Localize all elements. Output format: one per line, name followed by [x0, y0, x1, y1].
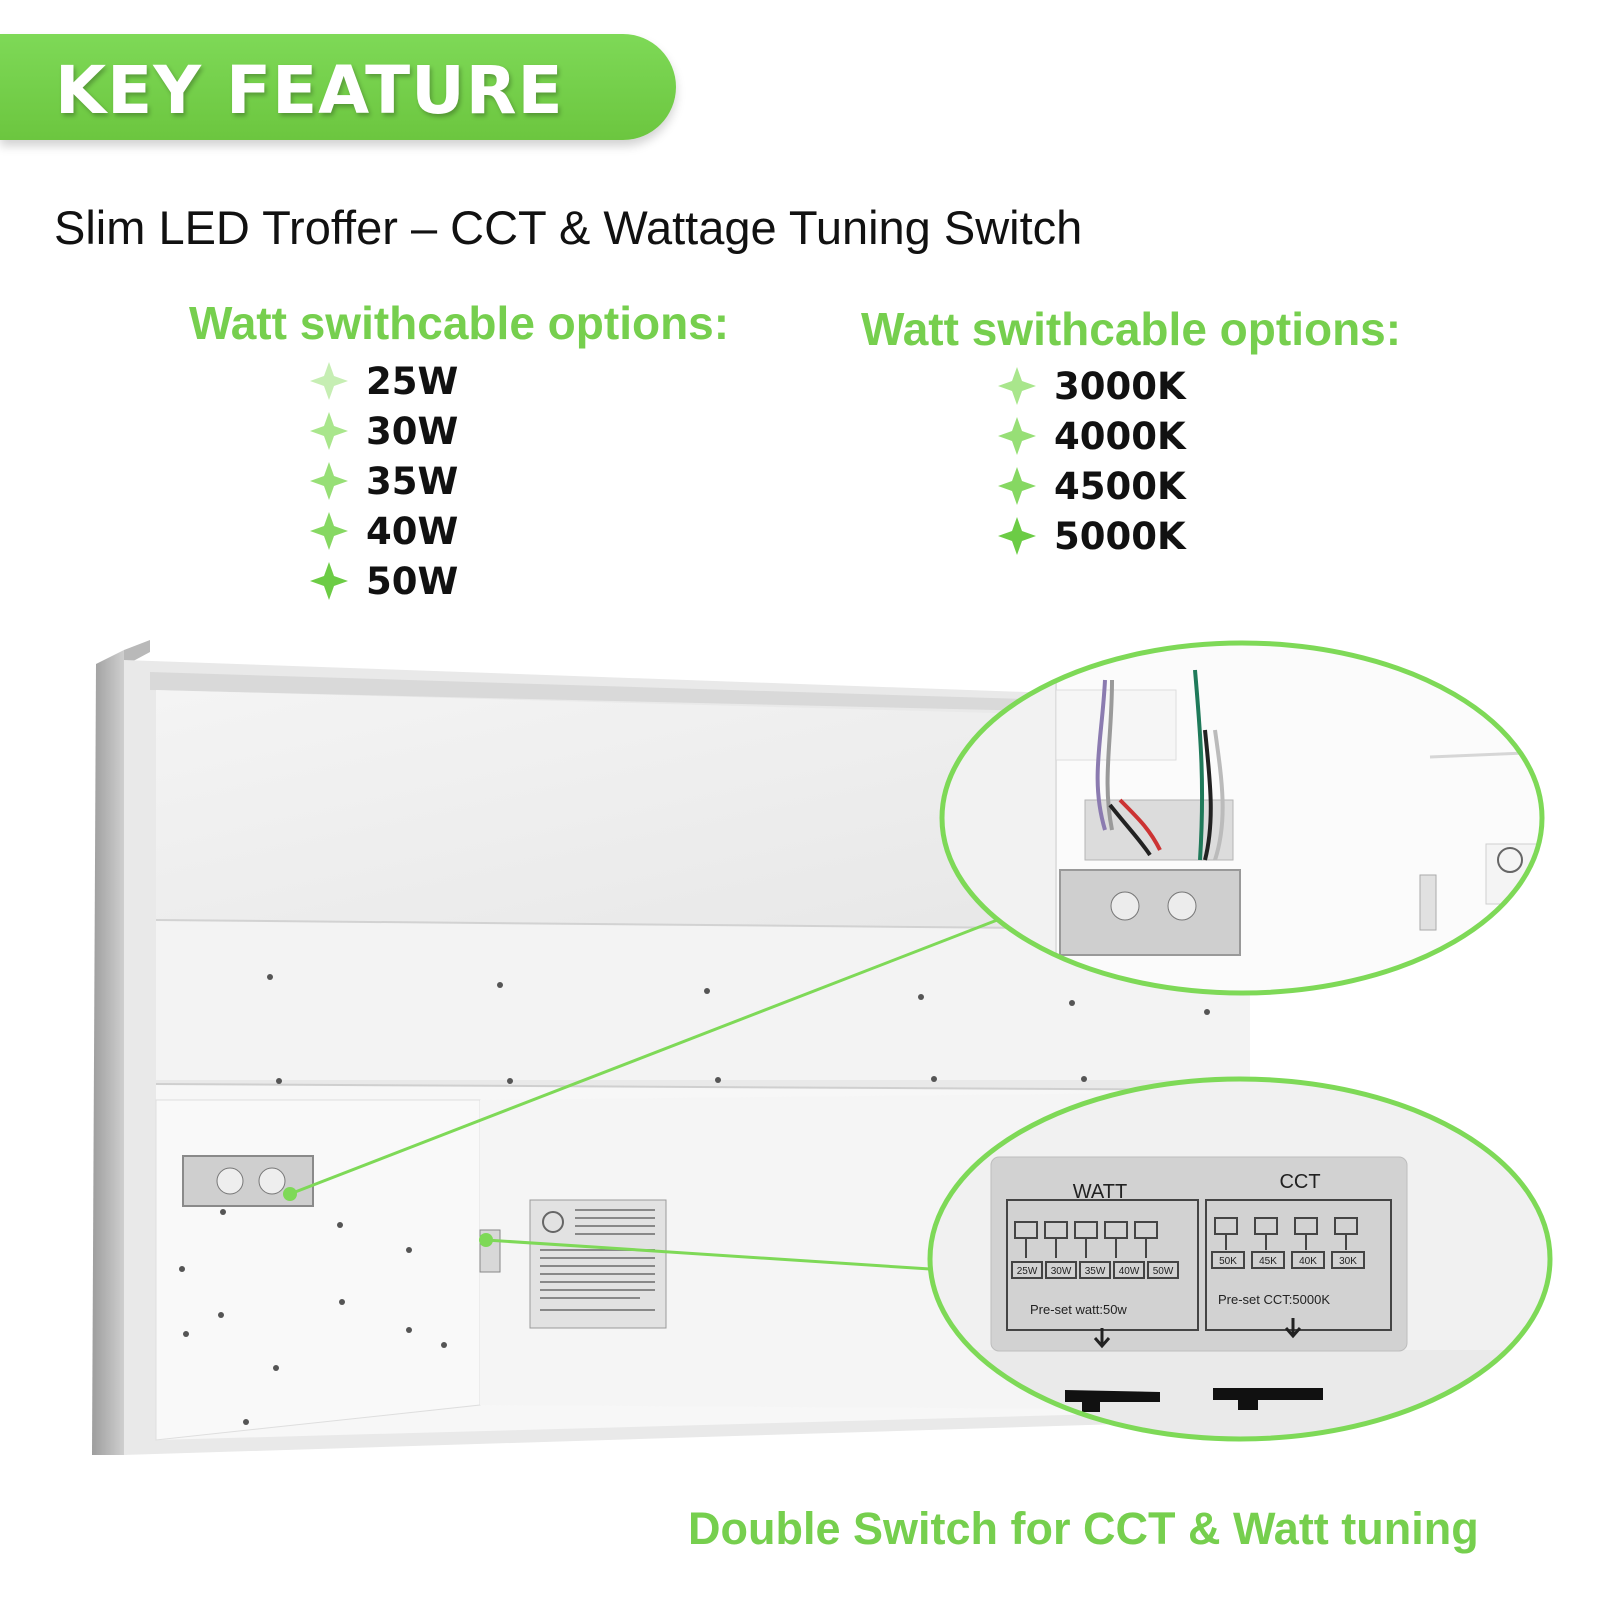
footer-caption: Double Switch for CCT & Watt tuning [688, 1503, 1479, 1554]
watt-dip-switch [1065, 1390, 1160, 1412]
sparkle-icon [310, 562, 348, 600]
sparkle-icon [310, 362, 348, 400]
sparkle-icon [310, 412, 348, 450]
switch-watt-value: 30W [1051, 1266, 1072, 1277]
watt-option-40w: 40W [308, 509, 459, 553]
connector-line-bottom [485, 1238, 931, 1271]
dip-switch-zoom-circle: WATT CCT 25W 30W 35W 40W 50W 50K 45K 40K… [927, 1076, 1553, 1442]
switch-watt-value: 35W [1085, 1266, 1106, 1277]
cct-option-3000k: 3000K [996, 364, 1186, 408]
watt-option-50w: 50W [308, 559, 459, 603]
switch-watt-value: 50W [1153, 1266, 1174, 1277]
sparkle-icon [998, 417, 1036, 455]
switch-cct-value: 40K [1299, 1256, 1317, 1267]
watt-option-label: 40W [366, 509, 459, 553]
sparkle-icon [998, 367, 1036, 405]
connector-line-top [289, 915, 1006, 1196]
switch-watt-preset: Pre-set watt:50w [1030, 1302, 1127, 1317]
switch-cct-title: CCT [1279, 1171, 1320, 1193]
cct-option-4000k: 4000K [996, 414, 1186, 458]
switch-watt-value: 40W [1119, 1266, 1140, 1277]
product-spec-label [529, 1199, 667, 1329]
cct-option-label: 3000K [1054, 364, 1186, 408]
cct-option-5000k: 5000K [996, 514, 1186, 558]
watt-option-25w: 25W [308, 359, 459, 403]
switch-watt-title: WATT [1073, 1181, 1127, 1203]
watt-option-label: 50W [366, 559, 459, 603]
cct-option-4500k: 4500K [996, 464, 1186, 508]
sparkle-icon [310, 462, 348, 500]
sparkle-icon [998, 467, 1036, 505]
cct-option-label: 5000K [1054, 514, 1186, 558]
switch-watt-value: 25W [1017, 1266, 1038, 1277]
switch-cct-preset: Pre-set CCT:5000K [1218, 1292, 1330, 1307]
watt-option-label: 30W [366, 409, 459, 453]
key-feature-banner [0, 34, 676, 140]
sparkle-icon [310, 512, 348, 550]
sparkle-icon [998, 517, 1036, 555]
cct-dip-switch [1213, 1388, 1323, 1410]
switch-cct-value: 50K [1219, 1256, 1237, 1267]
watt-options-heading: Watt swithcable options: [189, 297, 730, 349]
switch-cct-value: 45K [1259, 1256, 1277, 1267]
product-subtitle: Slim LED Troffer – CCT & Wattage Tuning … [54, 201, 1083, 254]
cct-options-heading: Watt swithcable options: [861, 303, 1402, 355]
watt-option-label: 35W [366, 459, 459, 503]
watt-option-30w: 30W [308, 409, 459, 453]
watt-option-label: 25W [366, 359, 459, 403]
screw-holes [179, 974, 1210, 1425]
switch-cct-value: 30K [1339, 1256, 1357, 1267]
banner-title: KEY FEATURE [55, 52, 564, 129]
cct-option-label: 4500K [1054, 464, 1186, 508]
wiring-zoom-circle [939, 640, 1545, 996]
watt-option-35w: 35W [308, 459, 459, 503]
cct-option-label: 4000K [1054, 414, 1186, 458]
